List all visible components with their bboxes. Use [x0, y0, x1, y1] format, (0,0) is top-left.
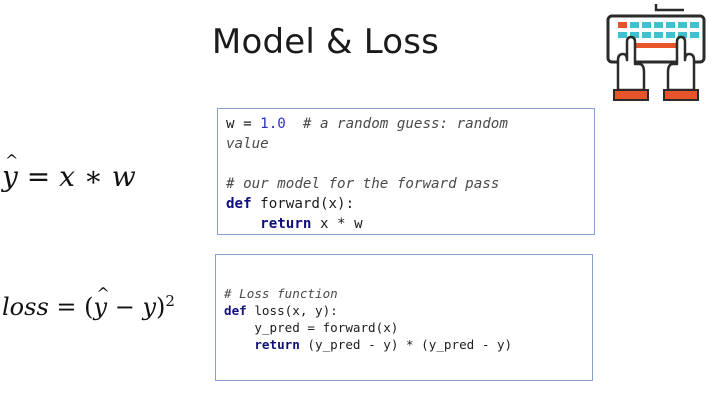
code-number: 1.0 — [260, 116, 286, 132]
y-hat-symbol: y — [2, 151, 18, 193]
code-text: loss(x, y): — [246, 303, 338, 318]
code-line: value — [226, 136, 269, 152]
keyboard-typing-hands-icon — [606, 4, 706, 101]
equals-paren: = ( — [48, 293, 94, 321]
code-comment: # our model for the forward pass — [226, 176, 500, 192]
code-line: def forward(x): — [226, 194, 586, 214]
code-line: w = 1.0 # a random guess: random — [226, 114, 586, 134]
slide-title: Model & Loss — [211, 22, 440, 62]
code-text: forward(x): — [251, 196, 355, 212]
loss-formula: loss = (y − y)2 — [2, 284, 175, 321]
code-keyword: def — [224, 303, 247, 318]
code-line: def loss(x, y): — [224, 302, 584, 319]
close-paren: ) — [156, 293, 166, 321]
loss-symbol: loss — [2, 293, 49, 321]
exponent: 2 — [165, 292, 175, 310]
code-text: x * w — [311, 216, 363, 232]
code-indent — [226, 216, 260, 232]
minus-operator: − — [107, 293, 143, 321]
code-keyword: return — [254, 337, 300, 352]
code-line: return (y_pred - y) * (y_pred - y) — [224, 336, 584, 353]
code-comment: # Loss function — [224, 286, 338, 301]
x-variable: x — [59, 160, 75, 193]
y-hat-symbol: y — [94, 284, 110, 321]
code-indent — [224, 337, 254, 352]
code-keyword: return — [260, 216, 312, 232]
code-line: return x * w — [226, 214, 586, 234]
code-comment: # a random guess: random — [285, 116, 508, 132]
model-code-block: w = 1.0 # a random guess: random value #… — [217, 108, 595, 235]
code-line-blank — [226, 154, 586, 174]
model-formula: y = x ∗ w — [2, 151, 136, 193]
multiply-operator: ∗ — [74, 160, 112, 193]
code-keyword: def — [226, 196, 252, 212]
code-text: w = — [226, 116, 261, 132]
y-variable: y — [142, 293, 156, 321]
loss-code-block: # Loss function def loss(x, y): y_pred =… — [215, 254, 593, 381]
equals-sign: = — [17, 160, 60, 193]
code-line: y_pred = forward(x) — [224, 320, 399, 335]
w-variable: w — [111, 160, 136, 193]
code-text: (y_pred - y) * (y_pred - y) — [299, 337, 513, 352]
